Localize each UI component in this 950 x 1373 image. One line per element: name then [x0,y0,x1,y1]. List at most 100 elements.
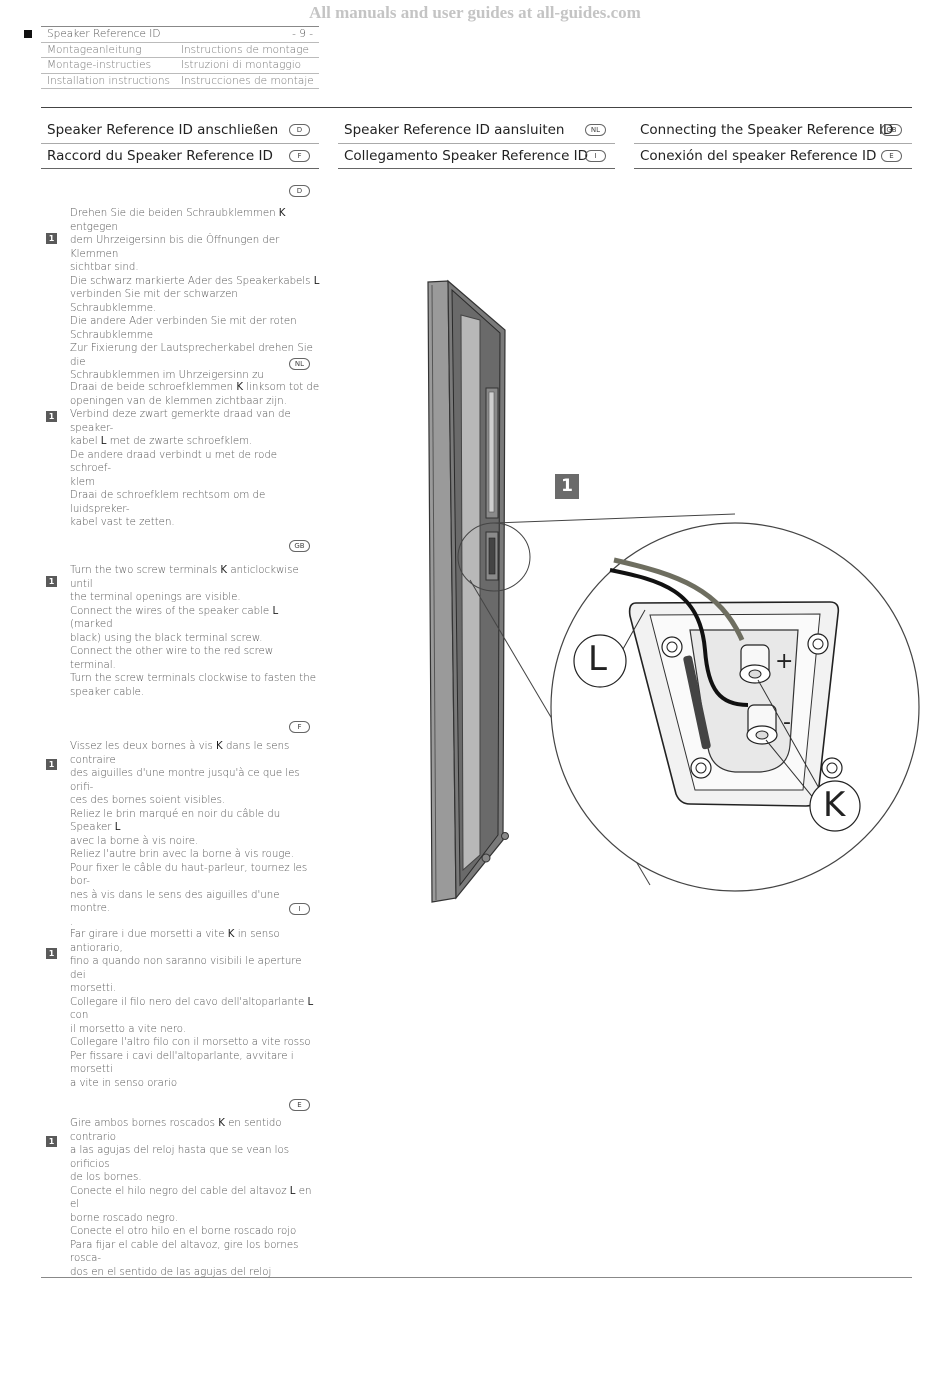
instruction-line: Connect the wires of the speaker cable L… [70,605,320,632]
instruction-run: the terminal openings are visible. [70,592,241,603]
instruction-bold-ref: L [114,822,121,833]
instruction-line: fino a quando non saranno visibili le ap… [70,955,320,982]
divider [338,168,615,169]
instruction-run: klem [70,476,95,488]
instruction-run: Zur Fixierung der Lautsprecherkabel dreh… [70,343,313,368]
instruction-line: Para fijar el cable del altavoz, gire lo… [70,1239,320,1266]
instruction-text-fr: Vissez les deux bornes à vis K dans le s… [70,740,320,929]
instruction-line: a vite in senso orario [70,1077,320,1091]
header-row: Montage-instructies Istruzioni di montag… [41,57,319,74]
terminal-plate [609,557,843,807]
instruction-line: Schraubklemme [70,329,320,343]
instruction-bold-ref: K [278,208,286,219]
instruction-run: De andere draad verbindt u met de rode s… [70,449,278,475]
header-cell: Installation instructions [41,73,175,89]
section-title-it: Collegamento Speaker Reference ID [344,148,589,164]
instruction-bold-ref: L [100,436,107,447]
instruction-line: verbinden Sie mit der schwarzen Schraubk… [70,288,320,315]
instruction-bold-ref: L [313,275,320,287]
instruction-run: Die andere Ader verbinden Sie mit der ro… [70,316,297,327]
header-title: Speaker Reference ID [41,26,175,43]
instruction-run: en sentido contrario [70,1118,282,1143]
instruction-run: dos en el sentido de las agujas del relo… [70,1266,272,1278]
page-number: - 9 - [174,26,319,43]
instruction-bold-ref: K [218,1118,225,1129]
step-number: 1 [46,233,57,244]
instruction-run: Turn the screw terminals clockwise to fa… [70,673,317,684]
instruction-run: Schraubklemme [70,329,153,341]
instruction-bold-ref: K [236,382,244,393]
instruction-line: Far girare i due morsetti a vite K in se… [70,928,320,955]
section-title-fr: Raccord du Speaker Reference ID [47,148,273,164]
instruction-run: (marked [70,619,113,630]
header-cell: Montageanleitung [41,42,175,58]
instruction-run: kabel vast te zetten. [70,517,175,528]
instruction-run: verbinden Sie mit der schwarzen Schraubk… [70,289,238,314]
label-K: K [823,785,846,825]
instruction-lang-badge: I [289,903,310,915]
instruction-bold-ref: L [272,605,279,617]
instruction-line: Die andere Ader verbinden Sie mit der ro… [70,315,320,329]
divider [41,143,319,144]
instruction-lang-badge: F [289,721,310,733]
instruction-line: nes à vis dans le sens des aiguilles d'u… [70,889,320,916]
instruction-run: morsetti. [70,983,116,994]
instruction-run: en el [70,1185,312,1211]
instruction-lang-badge: NL [289,358,310,370]
instruction-line: Collegare l'altro filo con il morsetto a… [70,1036,320,1050]
instruction-run: . [70,916,74,928]
header-bullet [24,30,32,38]
instruction-run: kabel [70,436,101,447]
lang-badge-nl: NL [585,124,606,136]
step-number: 1 [46,1136,57,1147]
instruction-run: Vissez les deux bornes à vis [70,741,217,752]
instruction-line: . [70,916,320,930]
instruction-text-it: Far girare i due morsetti a vite K in se… [70,928,320,1090]
instruction-line: Draai de schroefklem rechtsom om de luid… [70,489,320,516]
instruction-line: Reliez l'autre brin avec la borne à vis … [70,848,320,862]
instruction-run: avec la borne à vis noire. [70,835,199,847]
lang-badge-es: E [881,150,902,162]
section-top-rule [41,107,912,108]
instruction-run: de los bornes. [70,1172,142,1183]
section-title-nl: Speaker Reference ID aansluiten [344,122,565,138]
instruction-bold-ref: K [227,929,235,940]
step-number: 1 [46,759,57,770]
instruction-run: openingen van de klemmen zichtbaar zijn. [70,395,287,407]
instruction-run: a vite in senso orario [70,1077,178,1089]
instruction-line: Connect the other wire to the red screw … [70,645,320,672]
instruction-run: Reliez le brin marqué en noir du câble d… [70,808,281,834]
instruction-run: fino a quando non saranno visibili le ap… [70,956,302,981]
figure-step-number: 1 [555,474,579,499]
instruction-line: Turn the screw terminals clockwise to fa… [70,672,320,686]
instruction-line: Per fissare i cavi dell'altoparlante, av… [70,1050,320,1077]
instruction-run: con [70,1010,89,1021]
lang-badge-gb: GB [881,124,902,136]
instruction-bold-ref: K [216,741,223,752]
instruction-run: entgegen [70,221,118,233]
footer-rule [41,1277,912,1278]
label-L: L [588,639,607,679]
instruction-text-gb: Turn the two screw terminals K anticlock… [70,564,320,699]
instruction-line: kabel vast te zetten. [70,516,320,530]
instruction-bold-ref: K [220,565,228,576]
instruction-text-es: Gire ambos bornes roscados K en sentido … [70,1117,320,1279]
instruction-run: anticlockwise until [70,565,299,590]
instruction-run: borne roscado negro. [70,1212,179,1224]
instruction-run: Gire ambos bornes roscados [70,1118,219,1129]
instruction-line: Reliez le brin marqué en noir du câble d… [70,808,320,835]
instruction-line: Die schwarz markierte Ader des Speakerka… [70,275,320,289]
lang-badge-fr: F [289,150,310,162]
step-number: 1 [46,411,57,422]
instruction-line: Schraubklemmen im Uhrzeigersinn zu [70,369,320,383]
speaker-panel [427,279,509,903]
instruction-line: il morsetto a vite nero. [70,1023,320,1037]
divider [634,143,912,144]
instruction-run: Die schwarz markierte Ader des Speakerka… [70,275,314,287]
instruction-run: il morsetto a vite nero. [70,1023,187,1035]
instruction-line: borne roscado negro. [70,1212,320,1226]
instruction-line: black) using the black terminal screw. [70,632,320,646]
instruction-run: sichtbar sind. [70,262,139,273]
instruction-run: Drehen Sie die beiden Schraubklemmen [70,208,279,219]
instruction-run: a las agujas del reloj hasta que se vean… [70,1145,290,1170]
